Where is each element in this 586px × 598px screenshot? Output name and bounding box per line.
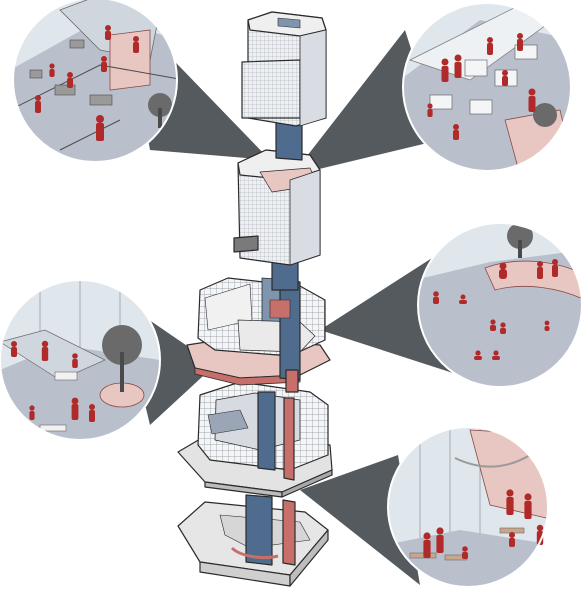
- podium-block: [197, 381, 329, 481]
- ground-lobby: [177, 494, 329, 587]
- tower: [177, 11, 333, 587]
- vignette-indoor-courtyard: [0, 279, 161, 441]
- courtyard-figures: [11, 340, 95, 422]
- vignette-sky-garden: [417, 222, 583, 388]
- vignette-rooftop-terrace: [12, 0, 178, 163]
- rooftop-figures: [35, 25, 139, 141]
- mid-office-block: [233, 149, 321, 266]
- vignette-office-floor: [402, 2, 572, 172]
- office-figures: [427, 33, 536, 140]
- lobby-figures: [423, 489, 544, 559]
- sky-garden-figures: [433, 259, 558, 360]
- sky-garden-level: [186, 277, 331, 393]
- top-office-block: [241, 11, 327, 127]
